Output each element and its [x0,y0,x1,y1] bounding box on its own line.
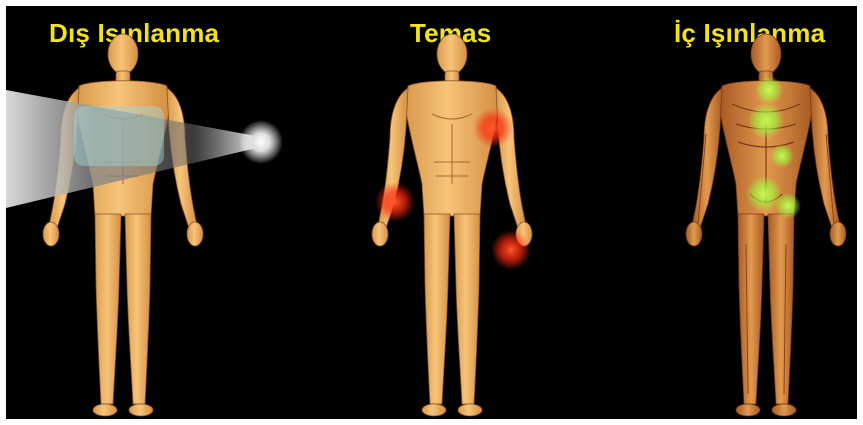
internal-glow-kidney [775,193,801,219]
panel-external [6,34,283,416]
internal-glow-lung [770,144,794,168]
body-figure [43,34,203,416]
irradiated-area [74,106,164,166]
body-figure [372,34,532,416]
contact-spot-right-hand [491,230,531,270]
contact-spot-shoulder [473,108,513,148]
panel-internal [686,34,846,416]
radiation-source-icon [239,120,283,164]
diagram-scene [6,6,857,419]
contact-spot-left-hand [375,182,415,222]
internal-glow-neck [755,76,783,104]
diagram-frame: Dış Işınlanma Temas İç Işınlanma [6,6,857,419]
panel-contact [372,34,532,416]
internal-glow-chest [748,103,784,139]
